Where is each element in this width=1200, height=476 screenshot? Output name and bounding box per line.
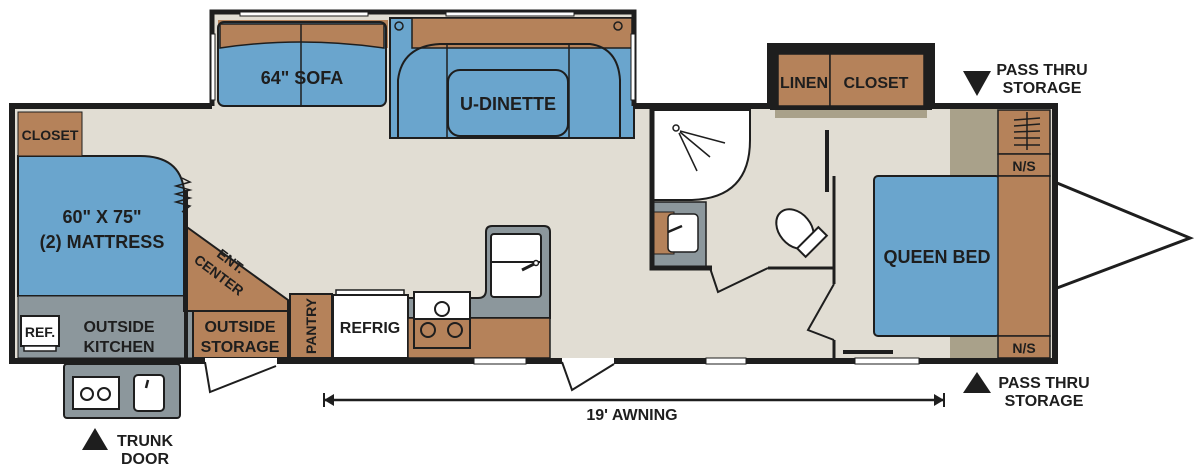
closet-shadow [775, 108, 927, 118]
shower-spray [679, 130, 726, 144]
outside-kitchen-label-2: KITCHEN [83, 339, 154, 356]
hangers-icon [1013, 117, 1041, 146]
outside-storage-label-2: STORAGE [201, 339, 280, 356]
shower [651, 109, 751, 201]
ref-base [23, 345, 57, 352]
window [630, 33, 636, 101]
outside-kitchen-label-1: OUTSIDE [83, 319, 154, 336]
burner-icon [447, 322, 463, 338]
window [473, 357, 527, 365]
cupholder-icon [394, 21, 404, 31]
bedroom-door [806, 283, 835, 341]
trunk-door-label-2: DOOR [121, 451, 169, 468]
pass-thru-bottom-label-1: PASS THRU [998, 375, 1089, 392]
pass-thru-bottom-label-2: STORAGE [1005, 393, 1084, 410]
refrig-label: REFRIG [340, 320, 400, 337]
mattress-label-2: (2) MATTRESS [40, 232, 165, 252]
window [210, 33, 216, 101]
outside-storage-label-1: OUTSIDE [204, 319, 275, 336]
storage-door [204, 361, 277, 394]
dinette-seat-outline [397, 43, 621, 138]
kitchen-sink [490, 233, 542, 298]
ref-label: REF. [25, 324, 55, 340]
dinette-label: U-DINETTE [460, 94, 556, 114]
window [445, 11, 575, 17]
entry-door-opening [562, 358, 614, 364]
shower-spray [679, 131, 711, 158]
ns-top-label: N/S [1012, 158, 1035, 174]
linen [777, 53, 831, 107]
pass-thru-top-label-2: STORAGE [1003, 80, 1082, 97]
awning-label: 19' AWNING [586, 407, 677, 424]
entry-door [561, 361, 615, 392]
dinette-table [447, 69, 569, 137]
arrow-down-icon [963, 71, 991, 96]
bath-wall [649, 108, 712, 271]
linen-label: LINEN [780, 75, 828, 92]
burner-icon [80, 387, 94, 401]
exterior-wall [9, 43, 1058, 364]
rear-closet-label: CLOSET [844, 75, 909, 92]
front-closet-label: CLOSET [22, 127, 79, 143]
faucet-knob [532, 259, 540, 267]
queen-bed-label: QUEEN BED [883, 247, 990, 267]
window [854, 357, 920, 365]
pass-thru-top-label-1: PASS THRU [996, 62, 1087, 79]
window [705, 357, 747, 365]
bath-door [709, 267, 769, 294]
refrigerator [332, 294, 409, 359]
arrow-up-icon [963, 372, 991, 393]
trunk-door-label-1: TRUNK [117, 433, 173, 450]
sofa-label: 64" SOFA [261, 68, 344, 88]
sofa-cushion-back [219, 23, 385, 49]
mattress-label-1: 60" X 75" [62, 207, 141, 227]
cupholder-icon [613, 21, 623, 31]
burner-icon [420, 322, 436, 338]
faucet-icon [667, 224, 683, 234]
ns-bottom-label: N/S [1012, 340, 1035, 356]
arrow-up-icon [82, 428, 108, 450]
bed-slider [843, 350, 893, 354]
shower-spray [678, 132, 698, 172]
toilet-tank [795, 225, 829, 259]
window [239, 11, 369, 17]
outdoor-cooktop [72, 376, 120, 410]
outdoor-sink [133, 374, 165, 412]
rear-closet [829, 53, 925, 107]
burner-icon [97, 387, 111, 401]
awning-dimension [323, 393, 945, 407]
front-closet [17, 111, 83, 157]
bath-sink [667, 213, 699, 253]
shower-head-icon [672, 124, 680, 132]
outside-storage [192, 310, 289, 359]
bed-side-shadow-top [950, 108, 998, 176]
hitch-a-frame [1056, 181, 1195, 290]
bed-side-shadow-bottom [950, 336, 998, 358]
faucet-icon [144, 379, 150, 389]
storage-door-opening [205, 358, 277, 364]
burner-icon [434, 301, 450, 317]
pantry-label: PANTRY [303, 297, 319, 354]
headboard-storage [997, 175, 1051, 337]
